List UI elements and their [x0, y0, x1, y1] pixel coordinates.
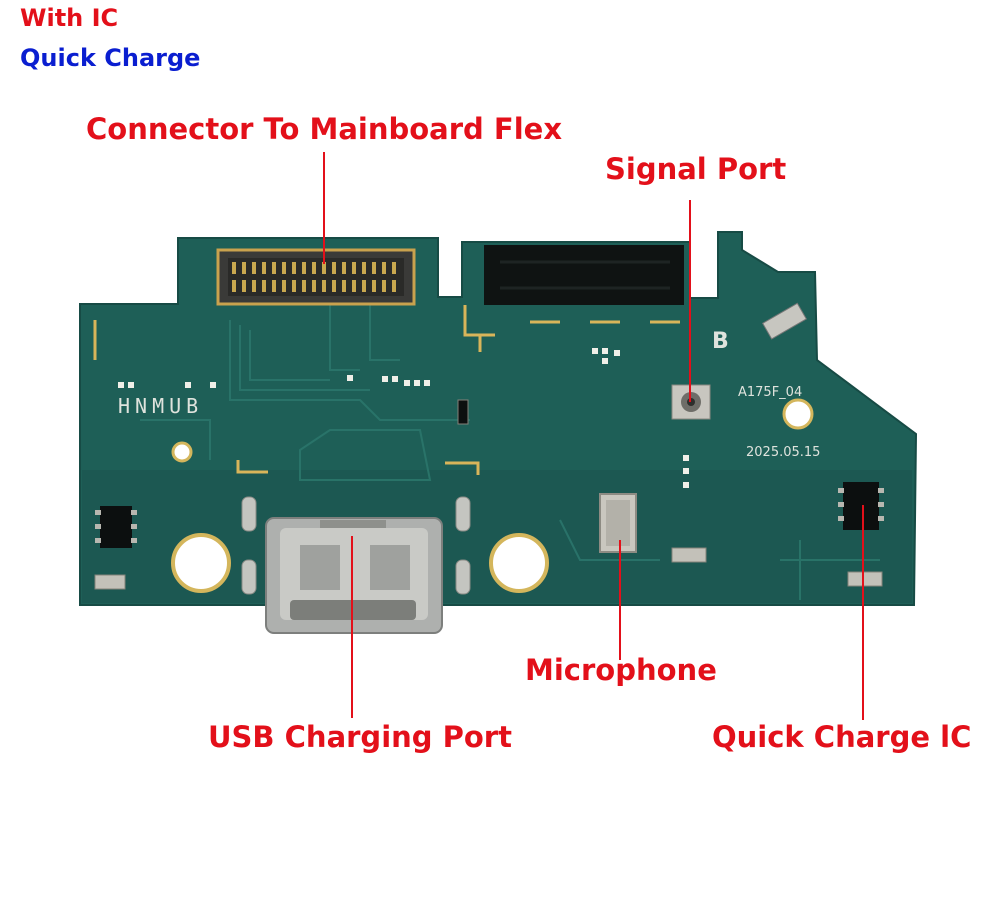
leader-microphone — [619, 540, 621, 660]
qc-ic-label: Quick Charge lC — [712, 720, 972, 754]
signal-port-label: Signal Port — [605, 152, 787, 186]
qc-ic-right — [838, 482, 884, 530]
leader-connector — [323, 152, 325, 264]
board-corner-mark: B — [712, 329, 729, 354]
board-model: A175F_04 — [738, 385, 802, 400]
leader-signal — [689, 200, 691, 402]
qc-ic-left — [95, 506, 137, 548]
usb-c-port — [265, 517, 443, 634]
connector-label: Connector To Mainboard Flex — [86, 112, 563, 146]
mainboard-connector — [216, 248, 416, 306]
usb-port-label: USB Charging Port — [208, 720, 512, 754]
quick-charge-text: Quick Charge — [20, 44, 201, 72]
signal-port-connector — [671, 384, 711, 420]
microphone-label: Microphone — [525, 653, 717, 687]
board-letters: HNMUB — [118, 394, 203, 418]
foam-pad — [484, 245, 684, 305]
board-date: 2025.05.15 — [746, 445, 820, 460]
leader-qc-ic — [862, 505, 864, 720]
with-ic-text: With IC — [20, 4, 119, 32]
leader-usb — [351, 536, 353, 718]
